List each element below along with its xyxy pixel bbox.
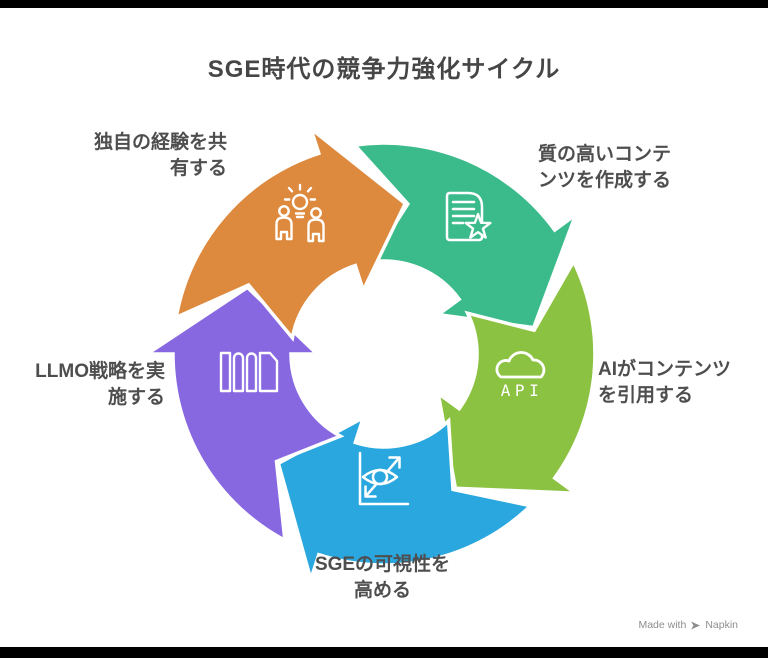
step-label-implement-llmo-strategy: LLMO戦略を実 施する	[35, 361, 165, 408]
bottom-black-bar	[0, 647, 768, 658]
watermark-brand-text: Napkin	[705, 619, 738, 631]
visibility-growth-icon	[358, 451, 410, 506]
watermark: Made with Napkin	[638, 619, 738, 631]
axis-lines	[358, 451, 410, 506]
step-label-create-quality-content: 質の高いコンテ ンツを作成する	[538, 144, 672, 191]
step-label-increase-sge-visibility: SGEの可視性を 高める	[314, 554, 451, 601]
api-label: API	[501, 381, 543, 400]
books-icon	[219, 351, 279, 393]
people-idea-icon	[275, 183, 325, 243]
arrow-segment-increase-sge-visibility	[276, 414, 535, 586]
napkin-logo-icon	[691, 621, 701, 629]
document-shape	[445, 191, 484, 242]
cloud-api-icon: API	[495, 351, 546, 400]
lightbulb-rays	[283, 183, 317, 201]
book-2	[232, 352, 245, 393]
arrowhead-down-left	[364, 485, 377, 498]
arrow-segment-implement-llmo-strategy	[141, 285, 345, 544]
page-title: SGE時代の競争力強化サイクル	[207, 56, 561, 83]
eye-lens	[361, 468, 399, 486]
arrow-segment-create-quality-content	[351, 141, 580, 330]
document-star-icon	[445, 191, 492, 242]
lightbulb-shape	[291, 193, 309, 211]
person-left-body	[275, 216, 293, 241]
book-1	[219, 351, 232, 393]
book-3	[245, 352, 258, 393]
step-label-ai-cites-content: AIがコンテンツ を引用する	[598, 359, 732, 406]
person-left-head	[278, 205, 290, 217]
watermark-made-with-text: Made with	[638, 619, 687, 631]
book-4	[258, 351, 279, 393]
document-lines	[451, 200, 476, 225]
cloud-shape	[495, 351, 546, 379]
lightbulb-base	[294, 212, 306, 219]
person-right-head	[310, 207, 322, 219]
step-label-share-unique-experience: 独自の経験を共 有する	[93, 132, 227, 179]
star-shape	[464, 212, 492, 239]
person-right-body	[307, 218, 325, 243]
arrowhead-up-right	[388, 456, 401, 469]
eye-pupil	[371, 468, 389, 486]
top-black-bar	[0, 0, 768, 8]
